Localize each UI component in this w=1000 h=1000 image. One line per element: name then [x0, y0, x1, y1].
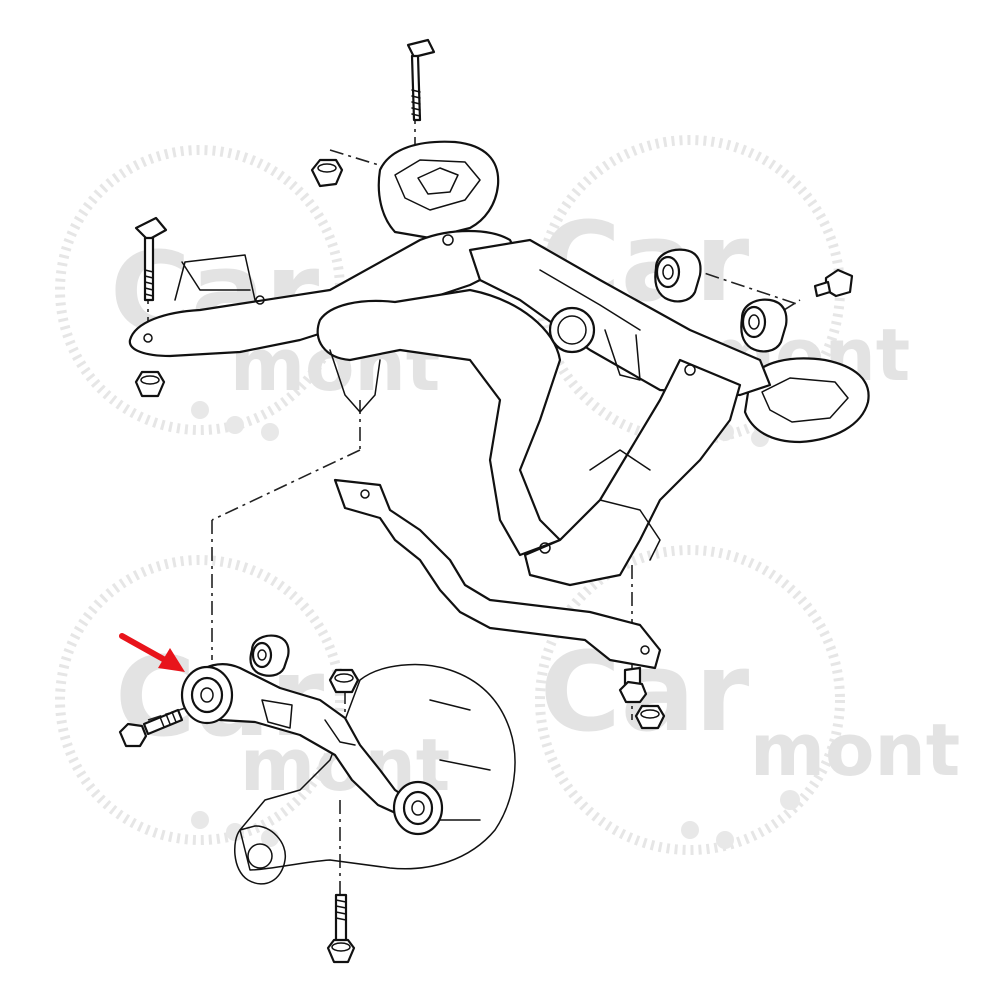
nut-left	[134, 370, 166, 398]
nut-top-left	[310, 158, 344, 188]
subframe-bushing-lower	[740, 298, 788, 353]
subframe-front-crossmember	[128, 229, 522, 358]
subframe-mount-tower-right	[743, 357, 870, 444]
bolt-mount-side	[118, 708, 184, 748]
mount-bushing-small	[249, 634, 290, 677]
subframe-left-side-member	[316, 288, 562, 557]
differential-mount-bushing-front	[180, 665, 234, 725]
watermark-text: mont	[750, 708, 960, 792]
bolt-right	[813, 268, 854, 298]
bolt-left	[134, 216, 168, 302]
bolt-bracket	[618, 666, 648, 704]
bolt-top	[406, 38, 436, 122]
differential-mount-bushing-rear	[392, 780, 444, 836]
bolt-bottom	[326, 893, 356, 964]
support-bracket-strap	[333, 478, 662, 670]
subframe-mount-tower-left	[377, 140, 500, 240]
rear-subframe	[128, 140, 870, 587]
subframe-right-side-member	[523, 358, 742, 587]
rear-differential	[234, 663, 516, 885]
nut-mount	[328, 668, 360, 694]
nut-bracket	[634, 704, 666, 730]
pointer-arrow	[119, 633, 185, 672]
subframe-bushing-upper	[654, 248, 702, 303]
